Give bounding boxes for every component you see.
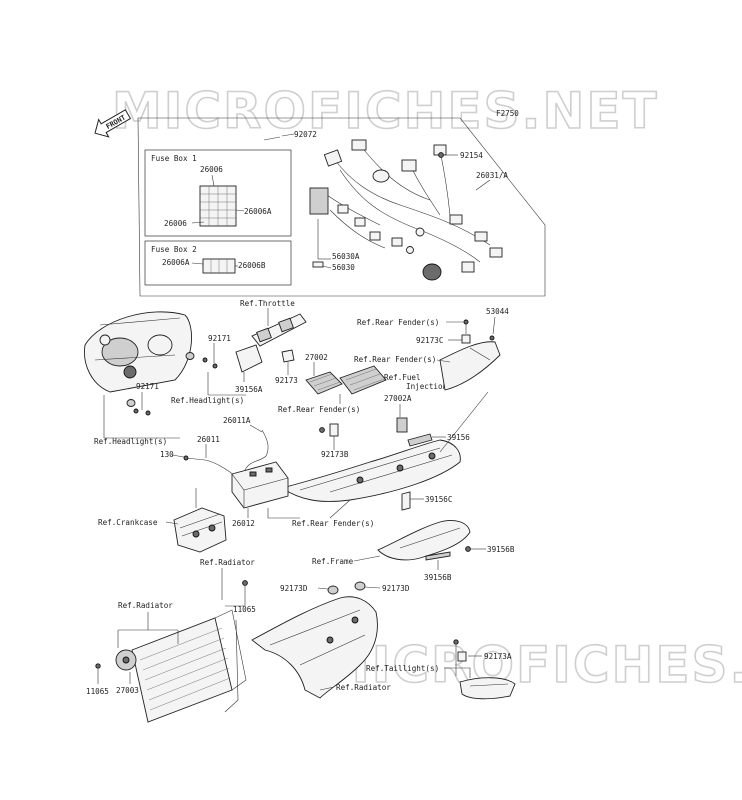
- label-ref-crankcase: Ref.Crankcase: [98, 518, 158, 527]
- label-ref-headlight-2: Ref.Headlight(s): [94, 437, 167, 446]
- label-39156B-2: 39156B: [424, 573, 452, 582]
- connector-92173: [281, 349, 295, 363]
- label-ref-radiator-2: Ref.Radiator: [118, 601, 173, 610]
- fuse-box-1-title: Fuse Box 1: [151, 154, 197, 163]
- crankcase-bracket: [173, 507, 227, 553]
- label-11065-b: 11065: [86, 687, 109, 696]
- label-26011: 26011: [197, 435, 220, 444]
- battery-26012: [231, 461, 289, 509]
- taillight-bracket: [459, 677, 516, 700]
- part-56030: [312, 261, 324, 268]
- label-130: 130: [160, 450, 174, 459]
- grommet-92171a: [185, 352, 195, 360]
- fuse-box-2-part-a: 26006A: [162, 258, 190, 267]
- grommet-92173D-2: [354, 581, 366, 591]
- lower-fairing-bracket: [251, 596, 378, 699]
- label-27002: 27002: [305, 353, 328, 362]
- label-53044: 53044: [486, 307, 509, 316]
- throttle-body: [251, 313, 307, 347]
- fuse-box-1-part-c: 26006: [164, 219, 187, 228]
- label-92173C: 92173C: [416, 336, 443, 345]
- sensor-39156A: [235, 344, 263, 382]
- label-92072: 92072: [294, 130, 317, 139]
- grommet-92173D-1: [327, 585, 339, 595]
- label-39156B-1: 39156B: [487, 545, 515, 554]
- label-92173B: 92173B: [321, 450, 349, 459]
- label-92154: 92154: [460, 151, 483, 160]
- rear-cowl-bracket: [377, 520, 471, 561]
- label-56030A: 56030A: [332, 252, 360, 261]
- label-ref-radiator-1: Ref.Radiator: [200, 558, 255, 567]
- watermark-bottom: MICROFICHES.NET: [320, 636, 742, 694]
- cable-26011A: [244, 429, 269, 471]
- label-39156A: 39156A: [235, 385, 263, 394]
- label-11065-a: 11065: [233, 605, 256, 614]
- harness-group-frame: [137, 117, 546, 297]
- label-ref-rear-fender-4: Ref.Rear Fender(s): [292, 519, 374, 528]
- grommet-92171b: [126, 399, 136, 407]
- label-56030: 56030: [332, 263, 355, 272]
- fuse-box-2-part-b: 26006B: [238, 261, 266, 270]
- label-ref-fuel: Ref.Fuel: [384, 373, 421, 382]
- label-27002A: 27002A: [384, 394, 412, 403]
- strip-39156B: [425, 551, 451, 561]
- label-39156C: 39156C: [425, 495, 452, 504]
- figure-code: F2750: [496, 109, 519, 118]
- label-92171-b: 92171: [136, 382, 159, 391]
- label-ref-headlight-1: Ref.Headlight(s): [171, 396, 244, 405]
- label-92173: 92173: [275, 376, 298, 385]
- pad-39156C: [401, 491, 411, 511]
- fuse-box-2-panel: [144, 240, 292, 286]
- radiator-core: [131, 609, 247, 723]
- label-injection: Injection: [406, 382, 447, 391]
- label-ref-frame: Ref.Frame: [312, 557, 354, 566]
- label-27003: 27003: [116, 686, 139, 695]
- headlight-assembly: [84, 311, 192, 393]
- bracket-53044: [439, 335, 501, 391]
- clip-92173B: [319, 427, 325, 433]
- label-ref-rear-fender-3: Ref.Rear Fender(s): [354, 355, 436, 364]
- label-ref-rear-fender-1: Ref.Rear Fender(s): [278, 405, 360, 414]
- pad-39156: [407, 433, 433, 447]
- cable-26011: [185, 457, 239, 479]
- label-39156: 39156: [447, 433, 470, 442]
- clip-92173C: [461, 334, 471, 344]
- rear-fender-tray: [280, 439, 461, 502]
- label-26012: 26012: [232, 519, 255, 528]
- label-92173D-1: 92173D: [280, 584, 308, 593]
- wiring-harness: [309, 139, 503, 281]
- label-92173D-2: 92173D: [382, 584, 410, 593]
- label-ref-taillight: Ref.Taillight(s): [366, 664, 439, 673]
- fuse-box-1-part-a: 26006: [200, 165, 223, 174]
- ecu-fuel-injection: [339, 365, 387, 395]
- label-92171-a: 92171: [208, 334, 231, 343]
- label-ref-throttle: Ref.Throttle: [240, 299, 295, 308]
- watermark-top: MICROFICHES.NET: [112, 82, 659, 140]
- fan-27003: [115, 649, 137, 671]
- bracket-27002A: [396, 417, 408, 433]
- fuse-box-1-drawing: [191, 174, 245, 227]
- label-ref-radiator-3: Ref.Radiator: [336, 683, 391, 692]
- nut-ref-rear-fender-2: [463, 319, 469, 325]
- ecu-27002: [305, 371, 343, 395]
- clamp-92072: [263, 136, 281, 141]
- label-26031A: 26031/A: [476, 171, 508, 180]
- clip-92173A: [457, 651, 467, 662]
- label-26011A: 26011A: [223, 416, 251, 425]
- fuse-box-2-drawing: [191, 258, 238, 274]
- fuse-box-1-part-b: 26006A: [244, 207, 272, 216]
- label-ref-rear-fender-2: Ref.Rear Fender(s): [357, 318, 439, 327]
- label-92173A: 92173A: [484, 652, 512, 661]
- bolt-92154: [438, 152, 444, 158]
- fuse-box-2-title: Fuse Box 2: [151, 245, 197, 254]
